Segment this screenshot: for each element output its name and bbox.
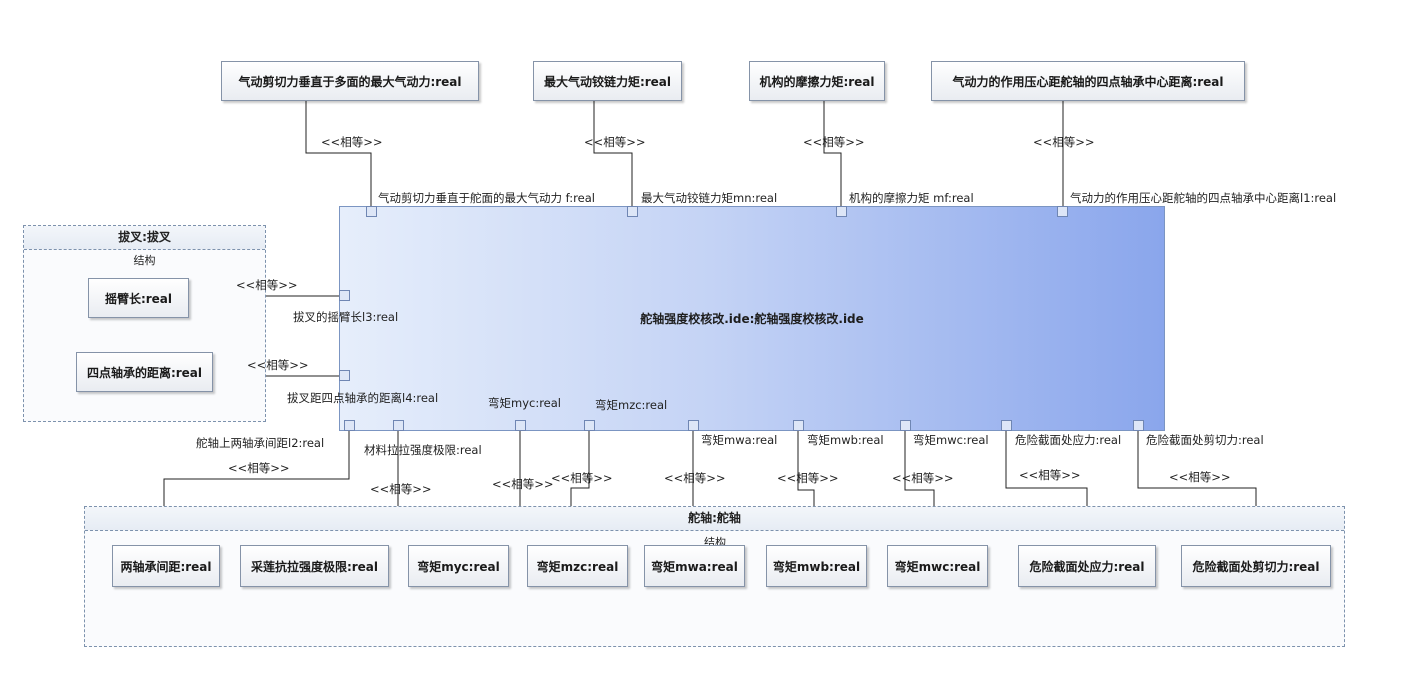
equal-stereotype: <<相等>> (551, 471, 613, 485)
port-label-top-0: 气动剪切力垂直于舵面的最大气动力 f:real (378, 191, 595, 205)
equal-stereotype: <<相等>> (1169, 470, 1231, 484)
bottom-value-label: 弯矩mwb:real (772, 559, 861, 574)
top-value-label: 最大气动铰链力矩:real (543, 74, 672, 89)
left-value-label: 四点轴承的距离:real (86, 365, 203, 380)
constraint-block[interactable]: 舵轴强度校核改.ide:舵轴强度校核改.ide (339, 206, 1165, 431)
left-structure-group[interactable]: 拔叉:拔叉 结构 (23, 225, 266, 422)
connector-top-0 (305, 101, 372, 206)
left-value-box-1[interactable]: 四点轴承的距离:real (76, 352, 213, 392)
top-value-box-2[interactable]: 机构的摩擦力矩:real (749, 61, 885, 101)
equal-stereotype: <<相等>> (777, 471, 839, 485)
port-left-1[interactable] (339, 370, 350, 381)
equal-stereotype: <<相等>> (584, 135, 646, 149)
port-left-0[interactable] (339, 290, 350, 301)
top-value-box-0[interactable]: 气动剪切力垂直于多面的最大气动力:real (221, 61, 479, 101)
equal-stereotype: <<相等>> (892, 471, 954, 485)
port-label-left-1: 拔叉距四点轴承的距离l4:real (287, 391, 439, 405)
top-value-label: 机构的摩擦力矩:real (759, 74, 875, 89)
left-value-box-0[interactable]: 摇臂长:real (88, 278, 189, 318)
port-bottom-6[interactable] (900, 420, 911, 431)
connector-top-2 (823, 101, 842, 206)
port-bottom-7[interactable] (1001, 420, 1012, 431)
equal-stereotype: <<相等>> (247, 358, 309, 372)
equal-stereotype: <<相等>> (492, 477, 554, 491)
bottom-value-label: 两轴承间距:real (120, 559, 212, 574)
port-top-1[interactable] (627, 206, 638, 217)
port-top-0[interactable] (366, 206, 377, 217)
port-bottom-0[interactable] (344, 420, 355, 431)
port-label-left-0: 拔叉的摇臂长l3:real (293, 310, 399, 324)
port-bottom-3[interactable] (584, 420, 595, 431)
equal-stereotype: <<相等>> (1019, 468, 1081, 482)
equal-stereotype: <<相等>> (236, 278, 298, 292)
port-top-3[interactable] (1057, 206, 1068, 217)
port-bottom-8[interactable] (1133, 420, 1144, 431)
port-label-bottom-1: 材料拉拉强度极限:real (364, 443, 482, 457)
bottom-value-box-3[interactable]: 弯矩mzc:real (527, 545, 628, 587)
equal-stereotype: <<相等>> (1033, 135, 1095, 149)
port-label-bottom-5: 弯矩mwb:real (807, 433, 884, 447)
bottom-value-box-5[interactable]: 弯矩mwb:real (766, 545, 867, 587)
bottom-value-label: 弯矩myc:real (417, 559, 500, 574)
bottom-value-label: 危险截面处剪切力:real (1192, 559, 1320, 574)
left-value-label: 摇臂长:real (104, 291, 173, 306)
left-group-title: 拔叉:拔叉 (24, 226, 265, 250)
bottom-value-box-1[interactable]: 采莲抗拉强度极限:real (240, 545, 389, 587)
port-label-bottom-3: 弯矩mzc:real (595, 398, 668, 412)
port-label-bottom-8: 危险截面处剪切力:real (1146, 433, 1264, 447)
port-label-bottom-4: 弯矩mwa:real (701, 433, 778, 447)
port-label-top-2: 机构的摩擦力矩 mf:real (849, 191, 974, 205)
port-label-bottom-7: 危险截面处应力:real (1015, 433, 1122, 447)
bottom-value-label: 危险截面处应力:real (1029, 559, 1145, 574)
bottom-value-box-6[interactable]: 弯矩mwc:real (887, 545, 988, 587)
bottom-group-title: 舵轴:舵轴 (85, 507, 1344, 531)
bottom-value-box-7[interactable]: 危险截面处应力:real (1018, 545, 1156, 587)
port-label-top-1: 最大气动铰链力矩mn:real (641, 191, 778, 205)
port-label-bottom-2: 弯矩myc:real (488, 396, 561, 410)
bottom-value-box-0[interactable]: 两轴承间距:real (112, 545, 220, 587)
port-bottom-4[interactable] (688, 420, 699, 431)
bottom-value-box-4[interactable]: 弯矩mwa:real (644, 545, 745, 587)
bottom-value-box-8[interactable]: 危险截面处剪切力:real (1181, 545, 1331, 587)
port-label-top-3: 气动力的作用压心距舵轴的四点轴承中心距离l1:real (1070, 191, 1337, 205)
bottom-value-label: 弯矩mzc:real (536, 559, 619, 574)
equal-stereotype: <<相等>> (370, 482, 432, 496)
connector-top-1 (593, 101, 633, 206)
equal-stereotype: <<相等>> (803, 135, 865, 149)
constraint-block-label: 舵轴强度校核改.ide:舵轴强度校核改.ide (640, 312, 864, 326)
equal-stereotype: <<相等>> (321, 135, 383, 149)
bottom-value-label: 采莲抗拉强度极限:real (250, 559, 379, 574)
top-value-label: 气动剪切力垂直于多面的最大气动力:real (238, 74, 462, 89)
left-group-subtitle: 结构 (133, 254, 156, 267)
port-bottom-5[interactable] (793, 420, 804, 431)
port-top-2[interactable] (836, 206, 847, 217)
top-value-label: 气动力的作用压心距舵轴的四点轴承中心距离:real (952, 74, 1224, 89)
port-bottom-2[interactable] (515, 420, 526, 431)
equal-stereotype: <<相等>> (664, 471, 726, 485)
top-value-box-3[interactable]: 气动力的作用压心距舵轴的四点轴承中心距离:real (931, 61, 1245, 101)
port-bottom-1[interactable] (393, 420, 404, 431)
port-label-bottom-0: 舵轴上两轴承间距l2:real (196, 436, 325, 450)
bottom-value-label: 弯矩mwc:real (894, 559, 981, 574)
bottom-value-label: 弯矩mwa:real (651, 559, 738, 574)
equal-stereotype: <<相等>> (228, 461, 290, 475)
bottom-value-box-2[interactable]: 弯矩myc:real (408, 545, 509, 587)
port-label-bottom-6: 弯矩mwc:real (913, 433, 989, 447)
top-value-box-1[interactable]: 最大气动铰链力矩:real (533, 61, 682, 101)
